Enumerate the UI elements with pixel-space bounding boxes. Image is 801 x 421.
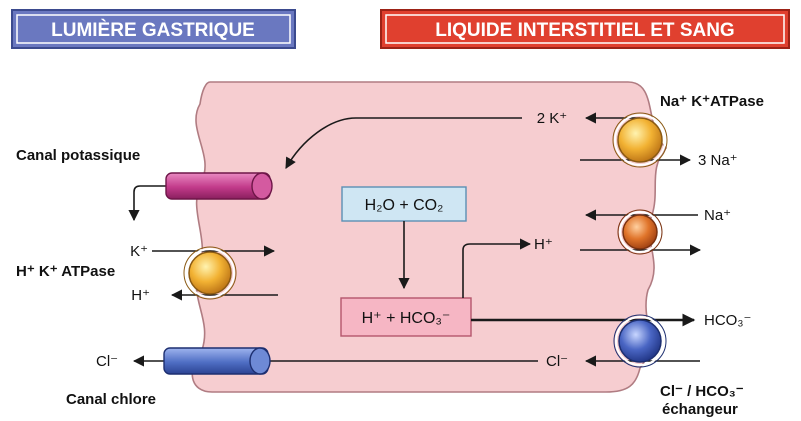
interstitial-header-text: LIQUIDE INTERSTITIEL ET SANG [435, 20, 734, 41]
three-na-label: 3 Na⁺ [698, 152, 738, 169]
reactants-text: H₂O + CO₂ [365, 197, 444, 214]
cl-hco3-exchanger-label-1: Cl⁻ / HCO₃⁻ [660, 383, 744, 400]
h-left-label: H⁺ [131, 287, 150, 304]
cl-right-label: Cl⁻ [546, 353, 568, 370]
reactants-box: H₂O + CO₂ [341, 186, 467, 222]
k-left-label: K⁺ [130, 243, 148, 260]
products-text: H⁺ + HCO₃⁻ [362, 310, 451, 327]
k-leak-arrow [128, 185, 170, 222]
chloride-channel-label: Canal chlore [66, 391, 156, 408]
hco3-right-label: HCO₃⁻ [704, 312, 751, 329]
two-k-label: 2 K⁺ [537, 110, 567, 127]
cl-hco3-exchanger [613, 314, 667, 368]
potassium-channel [165, 172, 273, 200]
hk-atpase-label: H⁺ K⁺ ATPase [16, 263, 115, 280]
h-up-arrow [462, 238, 532, 298]
hk-atpase-pump [183, 246, 237, 300]
k-curve-arrow [285, 117, 522, 169]
na-in-label: Na⁺ [704, 207, 731, 224]
lumen-header-text: LUMIÈRE GASTRIQUE [51, 19, 255, 41]
h-right-label: H⁺ [534, 236, 553, 253]
nak-atpase-pump [612, 112, 668, 168]
cl-left-label: Cl⁻ [96, 353, 118, 370]
cl-hco3-exchanger-label-2: échangeur [662, 401, 738, 418]
products-box: H⁺ + HCO₃⁻ [340, 297, 472, 337]
lumen-header: LUMIÈRE GASTRIQUE [11, 9, 296, 49]
parietal-cell [191, 81, 668, 393]
chloride-channel [163, 347, 271, 375]
na-h-exchanger [617, 209, 663, 255]
potassium-channel-label: Canal potassique [16, 147, 140, 164]
interstitial-header: LIQUIDE INTERSTITIEL ET SANG [380, 9, 790, 49]
nak-atpase-label: Na⁺ K⁺ATPase [660, 93, 764, 110]
